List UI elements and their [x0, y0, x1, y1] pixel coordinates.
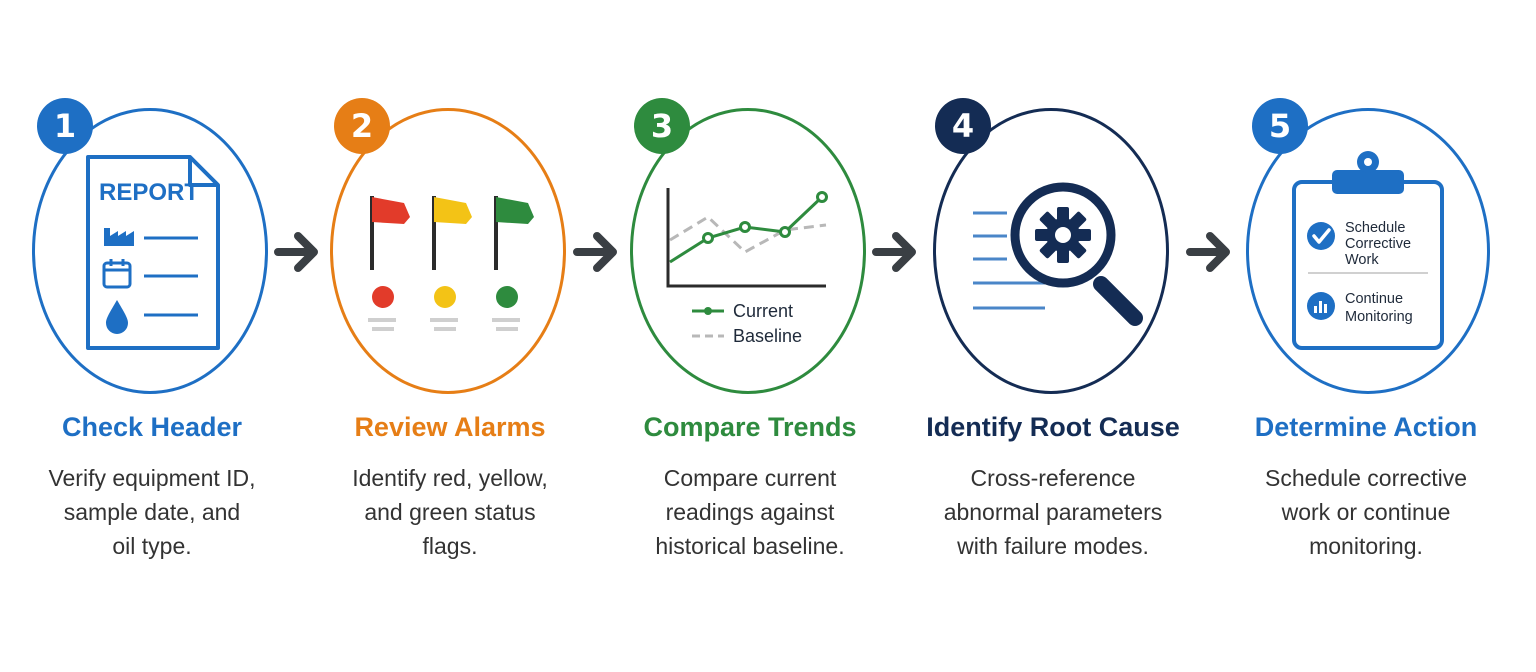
arrow-right-icon — [573, 232, 617, 272]
step-title: Compare Trends — [643, 412, 857, 442]
yellow-flag-icon — [432, 196, 472, 308]
oil-drop-icon — [106, 300, 128, 334]
bar-chart-circle-icon — [1307, 292, 1335, 320]
report-document-icon: REPORT — [86, 155, 220, 350]
step-title: Check Header — [61, 412, 243, 442]
step-title: Determine Action — [1254, 412, 1478, 442]
step-number-badge: 4 — [935, 98, 991, 154]
step-1: REPORT 1 Check Header Verify equipment I… — [32, 0, 332, 672]
calendar-icon — [102, 259, 132, 289]
magnifier-gear-icon — [973, 182, 1143, 326]
step-number-badge: 2 — [334, 98, 390, 154]
step-description: Identify red, yellow, and green status f… — [352, 465, 548, 559]
svg-text:Schedule: Schedule — [1345, 220, 1405, 236]
step-description: Compare current readings against histori… — [655, 465, 845, 559]
factory-icon — [104, 228, 134, 246]
step-number-badge: 1 — [37, 98, 93, 154]
red-flag-icon — [370, 196, 410, 308]
svg-text:Continue: Continue — [1345, 291, 1403, 307]
step-4: 4 Identify Root Cause Cross-reference ab… — [926, 0, 1233, 672]
step-2: 2 Review Alarms Identify red, yellow, an… — [330, 0, 630, 672]
status-flags-icon — [368, 196, 534, 331]
svg-text:Corrective: Corrective — [1345, 236, 1411, 252]
step-3: Current Baseline 3 Compare Trends Compar… — [630, 0, 930, 672]
step-title: Identify Root Cause — [926, 412, 1180, 442]
step-5: Schedule Corrective Work Continue Monito… — [1246, 0, 1536, 672]
svg-text:Work: Work — [1345, 252, 1379, 268]
step-title: Review Alarms — [354, 412, 546, 442]
check-circle-icon — [1307, 222, 1335, 250]
report-label: REPORT — [99, 179, 199, 206]
trend-chart-icon: Current Baseline — [666, 188, 828, 346]
legend-baseline: Baseline — [733, 326, 802, 346]
step-description: Cross-reference abnormal parameters with… — [943, 465, 1163, 559]
step-description: Schedule corrective work or continue mon… — [1265, 465, 1467, 559]
arrow-right-icon — [1186, 232, 1230, 272]
gear-icon — [1035, 207, 1091, 263]
step-description: Verify equipment ID, sample date, and oi… — [48, 465, 256, 559]
step-number-badge: 5 — [1252, 98, 1308, 154]
svg-text:Monitoring: Monitoring — [1345, 309, 1413, 325]
green-flag-icon — [494, 196, 534, 308]
step-number-badge: 3 — [634, 98, 690, 154]
arrow-right-icon — [872, 232, 916, 272]
clipboard-icon: Schedule Corrective Work Continue Monito… — [1292, 151, 1444, 350]
clipboard-clip-icon — [1332, 151, 1404, 194]
legend-current: Current — [733, 301, 793, 321]
step-circle — [330, 108, 566, 394]
arrow-right-icon — [274, 232, 318, 272]
